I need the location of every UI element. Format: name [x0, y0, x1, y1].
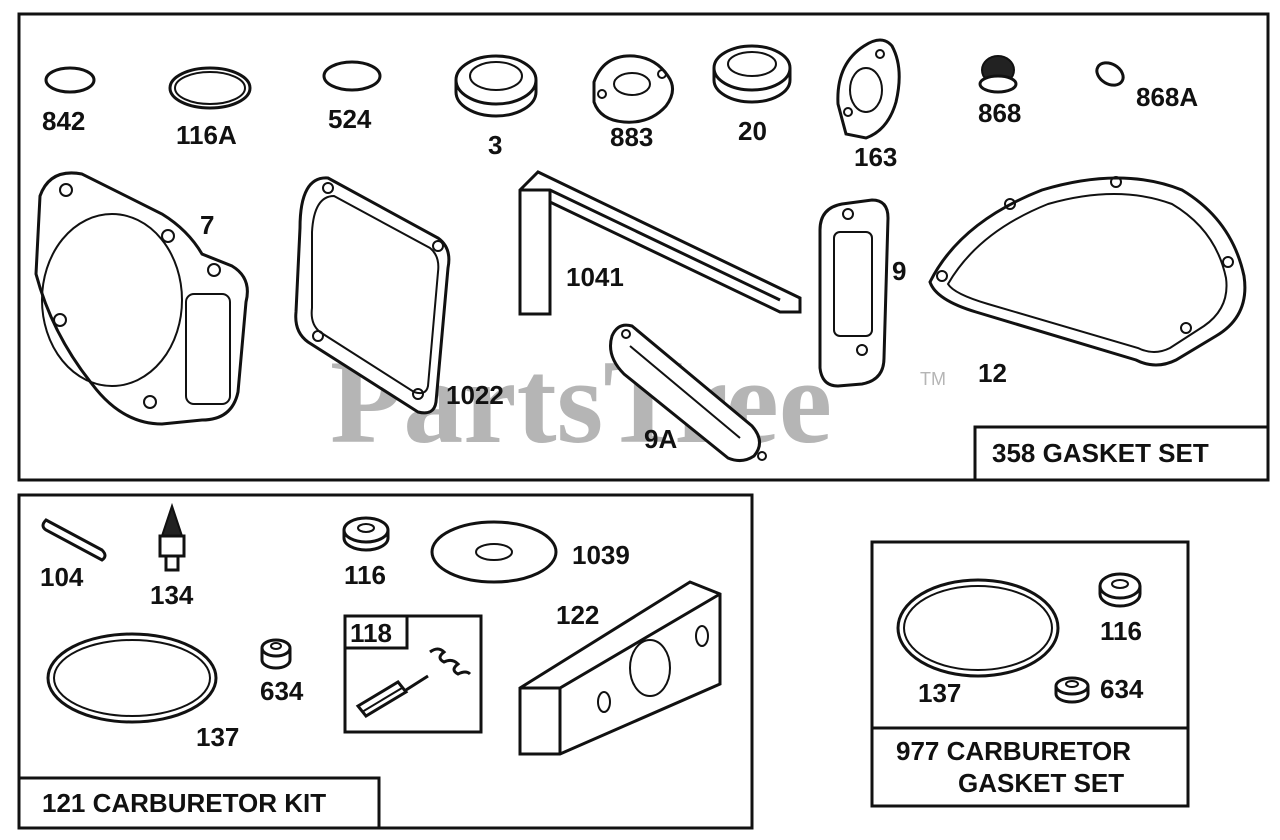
- part-label-842[interactable]: 842: [42, 106, 85, 136]
- part-label-116a[interactable]: 116A: [176, 120, 237, 150]
- part-3-drawing: [454, 54, 538, 118]
- gasket-set-panel: 358 GASKET SET 842 116A 524 3 883: [17, 12, 1270, 482]
- gasket-set-title: 358 GASKET SET: [992, 438, 1209, 468]
- part-label-137[interactable]: 137: [196, 722, 239, 752]
- part-label-12[interactable]: 12: [978, 358, 1007, 388]
- part-label-7[interactable]: 7: [200, 210, 214, 240]
- part-1039-drawing: [430, 520, 558, 584]
- carb-gasket-set-title-line2: GASKET SET: [958, 768, 1124, 798]
- part-1041-drawing: [518, 170, 802, 316]
- part-label-883[interactable]: 883: [610, 122, 653, 152]
- gasket-set-title-box: [973, 425, 1270, 482]
- carb-part-label-634[interactable]: 634: [1100, 674, 1144, 704]
- part-524-drawing: [322, 60, 382, 92]
- part-868-drawing: [978, 55, 1018, 94]
- carburetor-kit-panel: 121 CARBURETOR KIT 104 134 116 1039 1: [17, 493, 754, 830]
- watermark-trademark: TM: [920, 369, 946, 389]
- part-122-drawing: [518, 580, 722, 756]
- carb-gasket-set-frame: [870, 540, 1190, 808]
- part-label-163[interactable]: 163: [854, 142, 897, 172]
- part-label-104[interactable]: 104: [40, 562, 84, 592]
- part-label-868[interactable]: 868: [978, 98, 1021, 128]
- carburetor-kit-frame: [17, 493, 754, 830]
- part-label-3[interactable]: 3: [488, 130, 502, 160]
- part-9a-drawing: [609, 323, 767, 463]
- part-118-drawing: [355, 647, 472, 718]
- part-label-20[interactable]: 20: [738, 116, 767, 146]
- carb-part-label-116[interactable]: 116: [1100, 616, 1142, 646]
- carburetor-kit-title: 121 CARBURETOR KIT: [42, 788, 326, 818]
- part-label-1022[interactable]: 1022: [446, 380, 504, 410]
- part-12-drawing: [928, 176, 1247, 367]
- part-label-1041[interactable]: 1041: [566, 262, 624, 292]
- part-label-116[interactable]: 116: [344, 560, 386, 590]
- part-1022-drawing: [294, 176, 451, 415]
- part-842-drawing: [44, 66, 96, 94]
- part-label-118[interactable]: 118: [350, 618, 392, 648]
- carburetor-kit-title-box: [17, 776, 381, 830]
- part-label-524[interactable]: 524: [328, 104, 372, 134]
- part-883-drawing: [592, 54, 674, 124]
- carb-gasket-set-title-line1: 977 CARBURETOR: [896, 736, 1131, 766]
- carb-part-137-drawing: [896, 578, 1060, 678]
- part-label-122[interactable]: 122: [556, 600, 599, 630]
- part-label-134[interactable]: 134: [150, 580, 194, 610]
- part-20-drawing: [712, 44, 792, 104]
- carb-part-116-drawing: [1098, 572, 1142, 608]
- part-label-9a[interactable]: 9A: [644, 424, 677, 454]
- gasket-set-frame: [17, 12, 1270, 482]
- part-label-634[interactable]: 634: [260, 676, 304, 706]
- part-104-drawing: [41, 518, 107, 562]
- part-118-box: [343, 614, 483, 734]
- part-134-drawing: [158, 502, 186, 572]
- part-118-label-box: [343, 614, 409, 650]
- part-116a-drawing: [168, 66, 252, 110]
- part-634-drawing: [260, 638, 292, 670]
- part-868a-drawing: [1095, 61, 1125, 87]
- part-label-9[interactable]: 9: [892, 256, 906, 286]
- part-label-868a[interactable]: 868A: [1136, 82, 1198, 112]
- part-163-drawing: [836, 38, 901, 140]
- part-116-drawing: [342, 516, 390, 552]
- part-7-drawing: [34, 171, 249, 426]
- carb-part-label-137[interactable]: 137: [918, 678, 961, 708]
- part-9-drawing: [818, 198, 890, 388]
- part-label-1039[interactable]: 1039: [572, 540, 630, 570]
- carb-part-634-drawing: [1054, 676, 1090, 704]
- part-137-drawing: [46, 632, 218, 724]
- carb-gasket-set-panel: 977 CARBURETOR GASKET SET 137 116 634: [870, 540, 1190, 808]
